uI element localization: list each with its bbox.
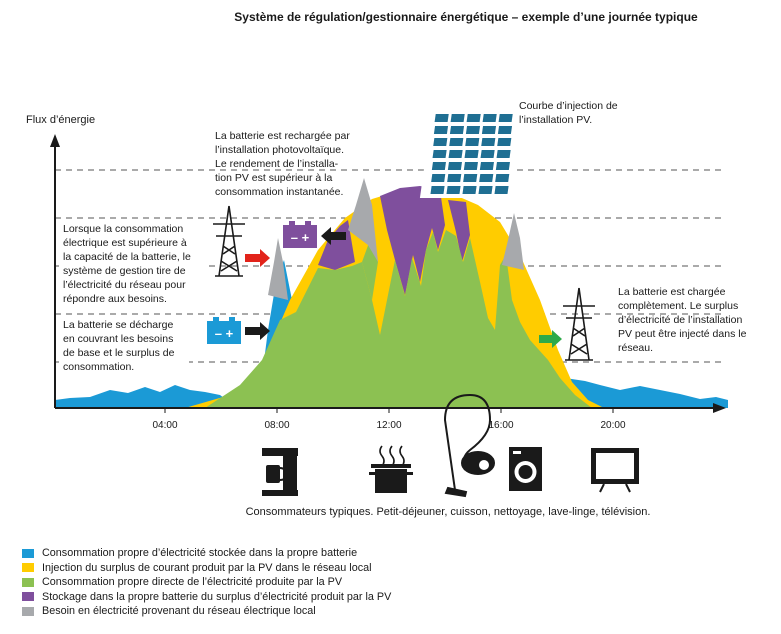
- washing-machine-icon: [509, 447, 542, 491]
- energy-areas: [55, 178, 728, 408]
- diagram-title: Système de régulation/gestionnaire énerg…: [234, 10, 698, 24]
- power-pylon-icon: [213, 205, 245, 277]
- discharge-note: La batterie se décharge en couvrant les …: [59, 316, 189, 374]
- battery-full-note-line: d’électricité de l’installation: [618, 314, 742, 326]
- direct-consumption-area: [205, 230, 592, 408]
- legend-swatch: [22, 563, 34, 573]
- battery-full-note-line: PV peut être injecté dans le: [618, 328, 747, 340]
- legend-label: Consommation propre d’électricité stocké…: [42, 547, 358, 560]
- battery-full-note: La batterie est chargée complètement. Le…: [618, 286, 747, 354]
- consumers-caption: Consommateurs typiques. Petit-déjeuner, …: [246, 506, 651, 518]
- pv-curve-note: Courbe d’injection de l’installation PV.: [519, 100, 618, 126]
- black-arrow-left-icon: [321, 227, 346, 245]
- legend-item: Injection du surplus de courant produit …: [22, 561, 762, 576]
- coffee-machine-icon: [262, 448, 298, 496]
- legend: Consommation propre d’électricité stocké…: [22, 546, 762, 619]
- x-tick-label: 12:00: [376, 420, 401, 431]
- battery-symbol: – +: [291, 230, 310, 245]
- legend-item: Besoin en électricité provenant du résea…: [22, 604, 762, 619]
- x-tick-label: 16:00: [488, 420, 513, 431]
- grid-draw-note-line: l’électricité du réseau pour: [63, 279, 186, 291]
- solar-panel-icon: [419, 112, 522, 198]
- x-tick-label: 20:00: [600, 420, 625, 431]
- x-tick-label: 08:00: [264, 420, 289, 431]
- green-arrow-icon: [539, 330, 562, 348]
- battery-full-note-line: complètement. Le surplus: [618, 300, 738, 312]
- y-axis-label: Flux d’énergie: [26, 114, 95, 126]
- recharge-note-line: Le rendement de l’installa-: [215, 158, 339, 170]
- television-icon: [591, 448, 639, 493]
- grid-demand-spike-noon: [348, 178, 378, 262]
- battery-icon-charging: – +: [283, 221, 317, 248]
- cooking-pot-icon: [369, 445, 413, 493]
- x-tick-label: 04:00: [152, 420, 177, 431]
- recharge-note-line: La batterie est rechargée par: [215, 130, 350, 142]
- grid-demand-spike-afternoon: [502, 213, 524, 270]
- legend-swatch: [22, 606, 34, 616]
- grid-draw-note-line: répondre aux besoins.: [63, 293, 167, 305]
- grid-demand-spike: [268, 238, 288, 300]
- discharge-note-line: La batterie se décharge: [63, 319, 173, 331]
- battery-consumption-area-evening: [560, 378, 728, 408]
- grid-draw-note-line: Lorsque la consommation: [63, 223, 183, 235]
- recharge-note-line: l’installation photovoltaïque.: [215, 144, 344, 156]
- battery-full-note-line: La batterie est chargée: [618, 286, 726, 298]
- y-axis-arrow: [50, 134, 60, 147]
- legend-swatch: [22, 592, 34, 602]
- recharge-note-line: tion PV est supérieur à la: [215, 172, 332, 184]
- discharge-note-line: de base et le surplus de: [63, 347, 175, 359]
- legend-label: Injection du surplus de courant produit …: [42, 561, 372, 574]
- x-axis-arrow: [713, 403, 726, 413]
- vacuum-cleaner-icon: [443, 393, 495, 498]
- battery-storage-area-top: [380, 186, 445, 295]
- battery-consumption-area: [55, 385, 232, 408]
- legend-label: Consommation propre directe de l’électri…: [42, 576, 343, 589]
- legend-item: Consommation propre d’électricité stocké…: [22, 546, 762, 561]
- battery-icon-discharging: – +: [207, 317, 241, 344]
- legend-swatch: [22, 577, 34, 587]
- pv-curve-note-line: Courbe d’injection de: [519, 100, 618, 112]
- grid-draw-note-line: électrique est supérieure à: [63, 237, 187, 249]
- red-arrow-icon: [245, 249, 270, 267]
- legend-item: Stockage dans la propre batterie du surp…: [22, 590, 762, 605]
- recharge-note: La batterie est rechargée par l’installa…: [215, 130, 350, 198]
- discharge-note-line: consommation.: [63, 361, 134, 373]
- battery-storage-area-right: [448, 200, 470, 262]
- grid-draw-note-line: la capacité de la batterie, le: [63, 251, 191, 263]
- legend-label: Stockage dans la propre batterie du surp…: [42, 590, 392, 603]
- grid-draw-note: Lorsque la consommation électrique est s…: [59, 220, 205, 306]
- power-pylon-icon: [563, 287, 595, 361]
- recharge-note-line: consommation instantanée.: [215, 186, 343, 198]
- legend-label: Besoin en électricité provenant du résea…: [42, 605, 316, 618]
- legend-swatch: [22, 548, 34, 558]
- legend-item: Consommation propre directe de l’électri…: [22, 575, 762, 590]
- axes: 04:00 08:00 12:00 16:00 20:00: [50, 134, 726, 431]
- discharge-note-line: en couvrant les besoins: [63, 333, 173, 345]
- black-arrow-right-icon: [245, 322, 270, 340]
- grid-draw-note-line: système de gestion tire de: [63, 265, 186, 277]
- battery-symbol: – +: [215, 326, 234, 341]
- battery-full-note-line: réseau.: [618, 342, 653, 354]
- pv-curve-note-line: l’installation PV.: [519, 114, 592, 126]
